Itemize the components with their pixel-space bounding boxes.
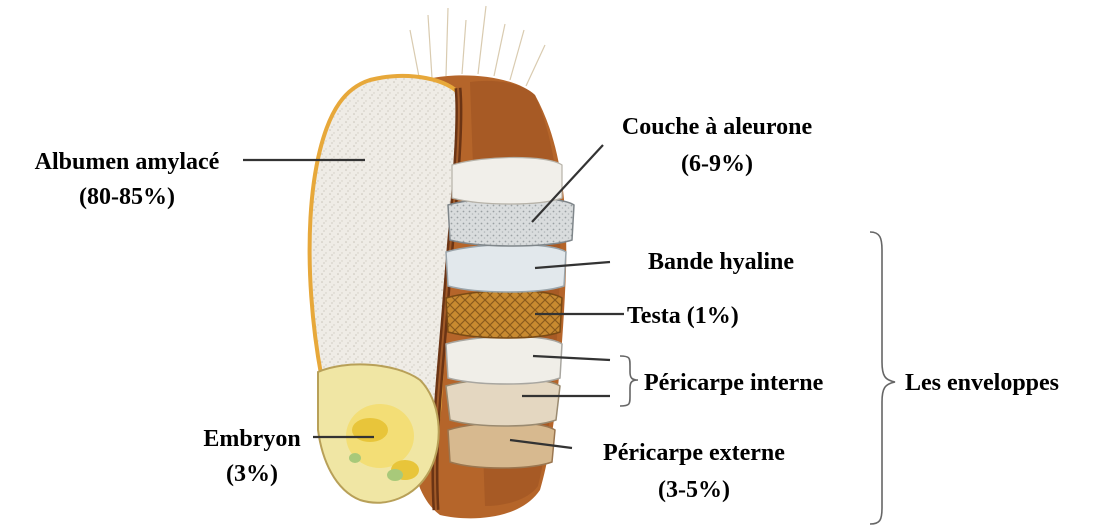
label-aleurone-pct: (6-9%) [681,151,753,177]
grain-illustration [310,6,574,518]
pericarp-inner-brace [620,356,638,406]
label-pericarp-inner: Péricarpe interne [644,370,824,396]
label-embryo-pct: (3%) [226,461,278,487]
label-albumen-name: Albumen amylacé [35,149,220,175]
label-pericarp-outer-name: Péricarpe externe [603,440,785,466]
pericarp-outer-layer [448,423,555,469]
label-hyaline: Bande hyaline [648,249,794,275]
aleurone-layer [448,198,574,247]
label-testa: Testa (1%) [627,303,739,329]
label-envelopes: Les enveloppes [905,370,1059,396]
label-embryo-name: Embryon [203,426,300,452]
layer-stack [446,158,574,469]
label-pericarp-outer-pct: (3-5%) [658,477,730,503]
pericarp-inner-layer-1 [446,337,562,385]
hyaline-layer [446,245,566,293]
label-albumen-pct: (80-85%) [79,184,175,210]
envelopes-brace [870,232,895,524]
label-aleurone-name: Couche à aleurone [622,114,813,140]
pericarp-inner-layer-2 [446,379,560,427]
endosperm-top-cut [452,158,562,205]
grain-hairs [410,6,545,86]
